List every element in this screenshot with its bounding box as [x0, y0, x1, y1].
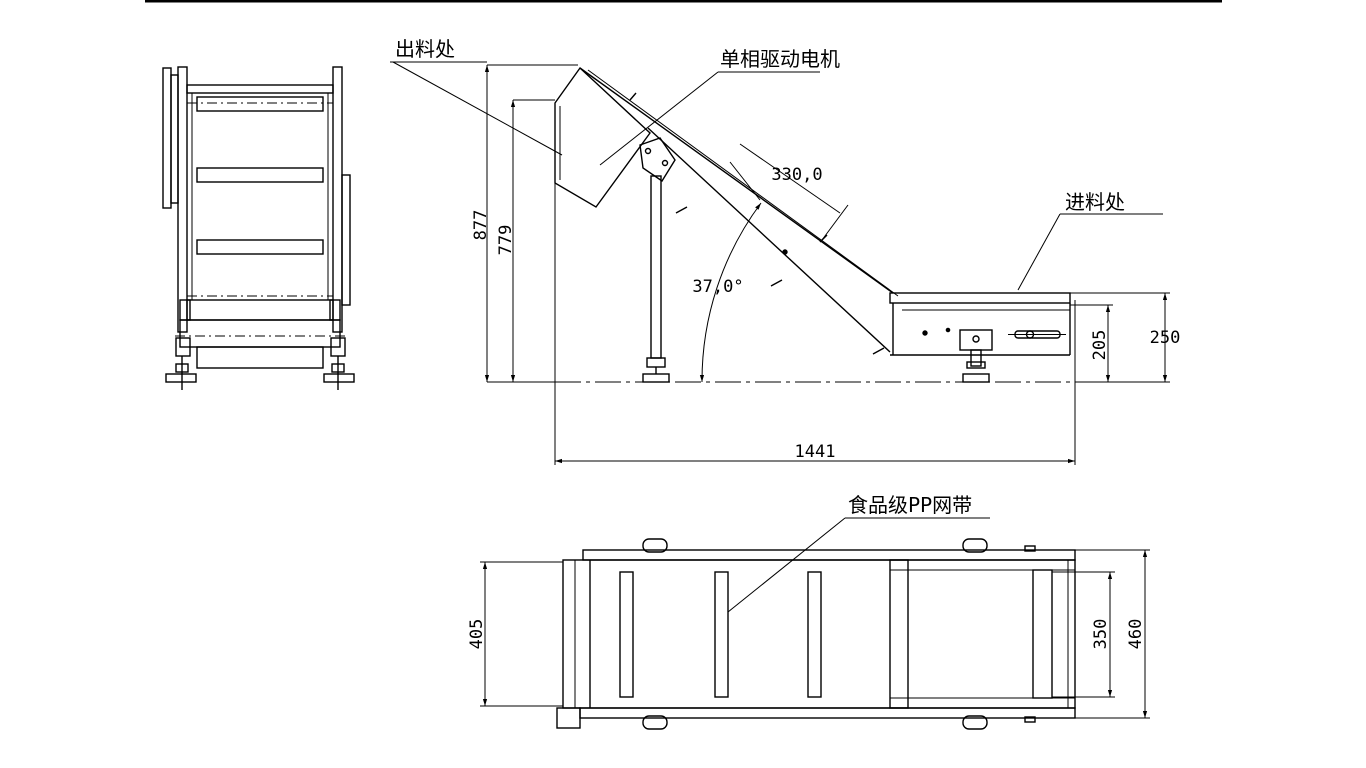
label-feed-point: 进料处 [1065, 190, 1125, 214]
dim-angle-arc [699, 202, 762, 383]
dim-350-text: 350 [1091, 619, 1111, 650]
incline-bottom-edge [647, 127, 891, 353]
end-view-slat [196, 167, 324, 183]
dim-405-text: 405 [467, 619, 487, 650]
head-leg-pole [650, 175, 662, 359]
end-view [162, 66, 355, 390]
end-view-tail-frame [186, 299, 334, 321]
dim-330-extension-b [821, 204, 849, 241]
feed-top-plate [889, 292, 1071, 304]
top-view-bracket [1024, 545, 1036, 552]
label-motor-leader [599, 71, 719, 166]
slat-tick [872, 347, 885, 355]
top-view-slat [619, 571, 634, 698]
end-view-right-post [332, 66, 343, 333]
top-view-frame [562, 559, 1076, 709]
frame-bolt [945, 327, 951, 333]
bracket-hole [972, 335, 980, 343]
tail-foot-stud [970, 349, 982, 367]
head-leg-foot [642, 373, 670, 383]
dim-250-text: 250 [1150, 328, 1181, 348]
dim-angle-text: 37,0° [692, 277, 743, 297]
end-view-motor-flange [170, 74, 179, 204]
top-view-bend-bar [889, 559, 909, 709]
top-view-tail-bar [1032, 569, 1053, 699]
top-view-slat [714, 571, 729, 698]
label-discharge-leader [392, 61, 563, 156]
dim-1441-text: 1441 [795, 442, 836, 462]
end-view-right-plate [341, 174, 351, 306]
head-leg-bracket [639, 137, 676, 182]
label-discharge-point: 出料处 [395, 37, 455, 61]
end-view-bracket-left [179, 299, 191, 321]
end-view-foot-right [323, 373, 355, 383]
end-view-slat [196, 96, 324, 112]
label-drive-motor: 单相驱动电机 [720, 47, 840, 71]
frame-bolt [782, 249, 788, 255]
tail-foot-pad [962, 373, 990, 383]
frame-bolt [922, 330, 928, 336]
incline-belt-line [587, 69, 899, 297]
end-view-bearing-left [175, 337, 191, 357]
end-view-left-post [177, 66, 188, 333]
end-view-slat [196, 239, 324, 255]
side-view: 877 779 1441 330,0 37,0° 205 250 [471, 64, 1181, 465]
end-view-tail-cross [179, 319, 341, 348]
end-view-foot-left [165, 373, 197, 383]
head-leg-joint [646, 357, 666, 368]
top-view: 405 350 460 [467, 538, 1150, 730]
bracket-hole [644, 147, 652, 155]
top-view-slat [807, 571, 822, 698]
dim-460-text: 460 [1126, 619, 1146, 650]
dim-205-text: 205 [1090, 330, 1110, 361]
bracket-hole [661, 159, 669, 167]
end-view-nut-left [175, 363, 189, 373]
label-belt: 食品级PP网带 [848, 493, 972, 517]
callouts: 出料处 单相驱动电机 进料处 食品级PP网带 [390, 37, 1163, 613]
slat-tick [629, 92, 637, 101]
incline-top-edge [579, 67, 894, 294]
tail-foot-nut [966, 361, 986, 369]
tail-foot-bracket [959, 329, 993, 351]
top-view-lug [642, 538, 668, 553]
top-view-motor-block [556, 707, 581, 729]
dim-330-extension-a [729, 161, 761, 201]
top-view-lug [962, 715, 988, 730]
end-view-nut-right [331, 363, 345, 373]
end-view-bracket-right [329, 299, 341, 321]
dim-330-text: 330,0 [771, 165, 822, 185]
slat-tick [770, 279, 783, 287]
dim-877-text: 877 [471, 210, 491, 241]
top-view-bracket [1024, 716, 1036, 723]
discharge-hopper [554, 66, 651, 208]
dim-779-text: 779 [496, 225, 516, 256]
label-feed-leader [1017, 213, 1061, 291]
slat-tick [675, 206, 688, 214]
end-view-motor-cover [162, 67, 172, 209]
top-view-lug [962, 538, 988, 553]
top-view-lug [642, 715, 668, 730]
end-view-head-frame [186, 84, 334, 94]
label-belt-leader [727, 517, 846, 613]
end-view-tail-guard [196, 346, 324, 369]
dim-330-line [739, 143, 841, 214]
